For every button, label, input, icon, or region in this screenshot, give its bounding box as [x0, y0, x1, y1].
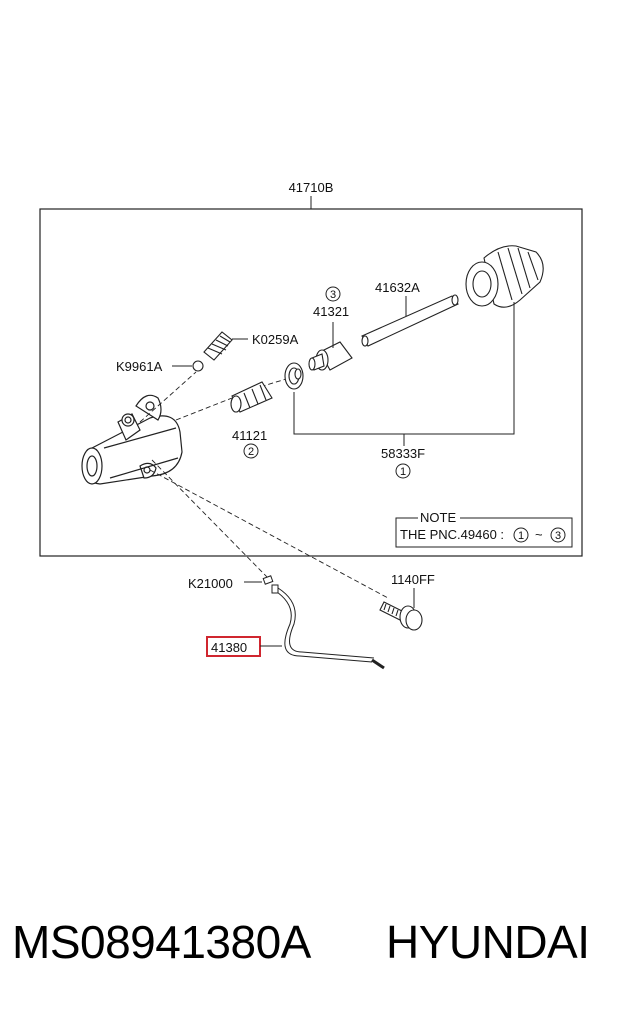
- product-caption: MS08941380A HYUNDAI: [0, 905, 620, 985]
- label-1140ff: 1140FF: [391, 572, 435, 587]
- label-41632a: 41632A: [375, 280, 420, 295]
- ref-number-2: 2: [248, 446, 254, 458]
- label-41321: 41321: [313, 304, 349, 319]
- label-58333f: 58333F: [381, 446, 425, 461]
- piston-seal: [284, 362, 304, 390]
- ref-number-1: 1: [400, 466, 406, 478]
- hose-fitting: [262, 575, 274, 585]
- dust-boot-large: [465, 245, 544, 308]
- ref-circle-3: [325, 286, 341, 302]
- note-range-end: 3: [555, 530, 561, 542]
- label-k21000: K21000: [188, 576, 233, 591]
- dust-boot-small: [230, 381, 273, 413]
- note-circle-1: [513, 527, 529, 543]
- ref-circle-1: [395, 463, 411, 479]
- flange-bolt: [379, 601, 423, 631]
- push-rod: [361, 294, 459, 347]
- label-k9961a: K9961A: [116, 359, 163, 374]
- note-text: THE PNC.49460 :: [400, 527, 504, 542]
- part-number: MS08941380A: [12, 916, 311, 968]
- install-guides: [139, 371, 389, 599]
- note-tilde: ~: [535, 527, 543, 542]
- label-41380[interactable]: 41380: [211, 640, 247, 655]
- bleeder-cap: [192, 360, 204, 372]
- clutch-hose: [271, 584, 385, 670]
- note-title-bg: [418, 511, 460, 523]
- piston: [308, 341, 353, 371]
- slave-cylinder-body: [81, 394, 183, 485]
- brand-name: HYUNDAI: [386, 916, 590, 968]
- assembly-label: 41710B: [289, 180, 334, 195]
- ref-number-3: 3: [330, 289, 336, 301]
- ref-circle-2: [243, 443, 259, 459]
- note-range-start: 1: [518, 530, 524, 542]
- note-circle-3: [550, 527, 566, 543]
- note-title: NOTE: [420, 510, 456, 525]
- label-k0259a: K0259A: [252, 332, 299, 347]
- bleeder-screw: [203, 331, 233, 361]
- label-41121: 41121: [232, 428, 267, 443]
